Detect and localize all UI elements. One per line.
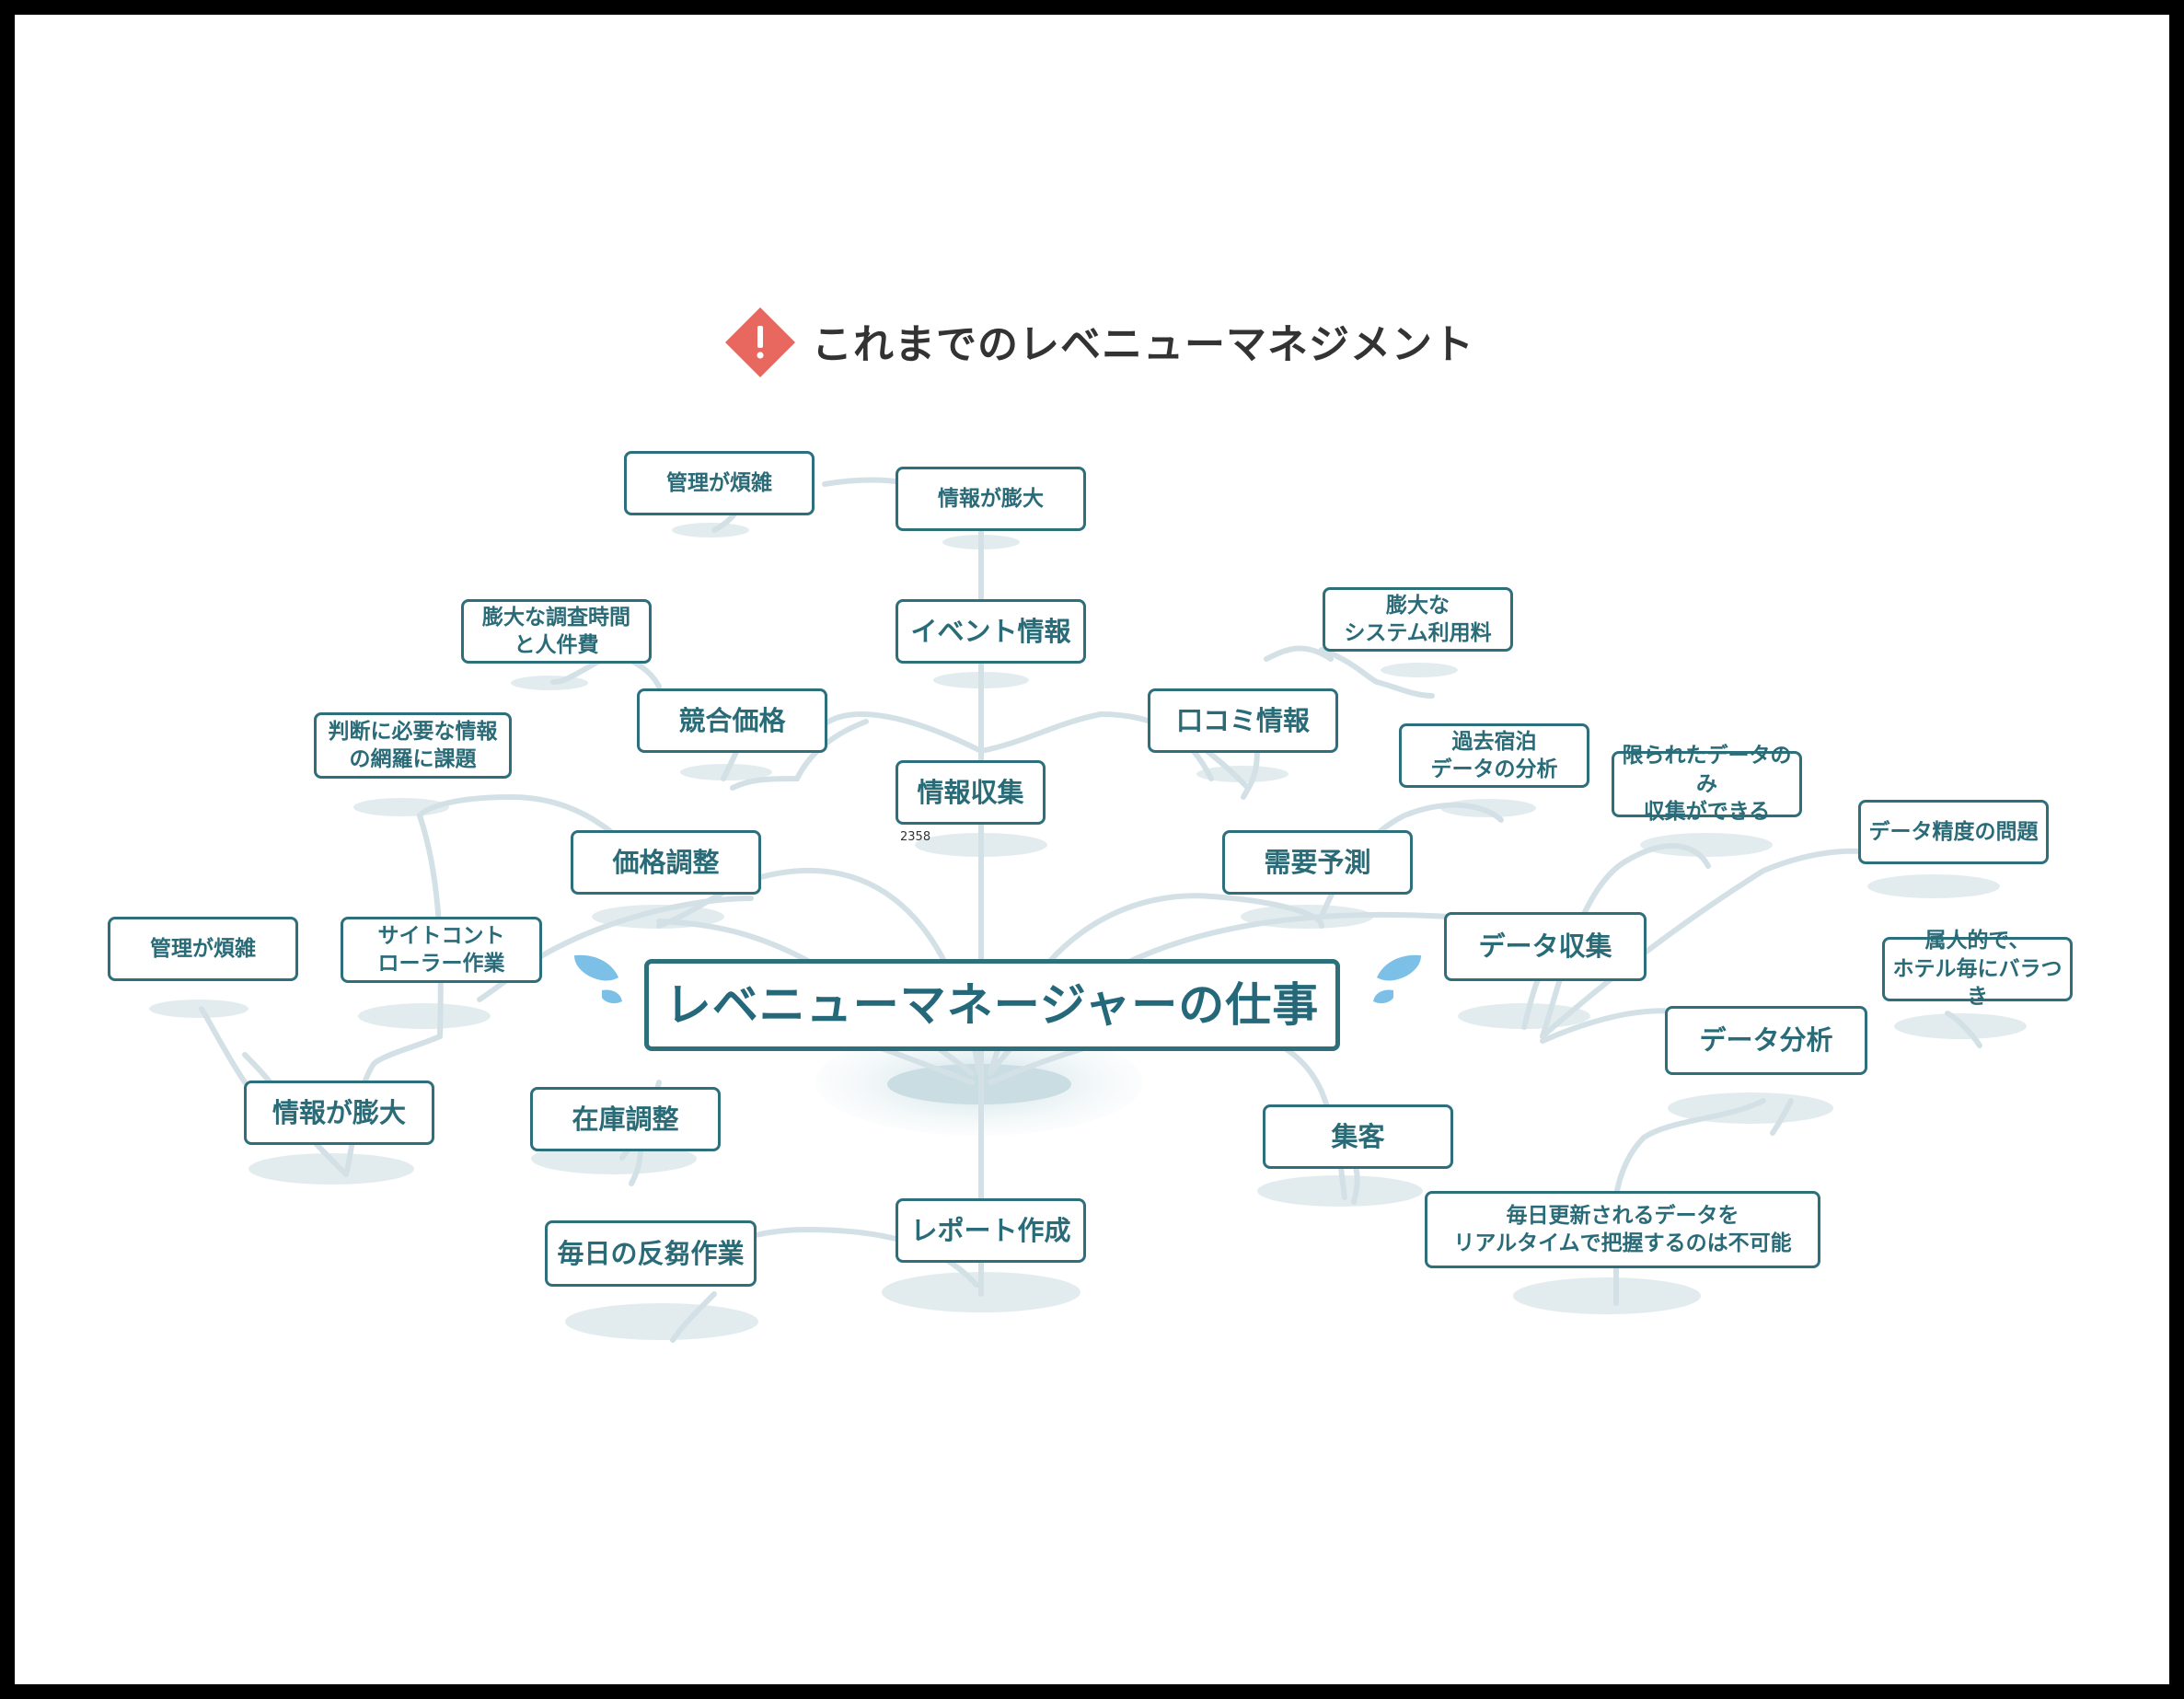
node-reviews: 口コミ情報 bbox=[1148, 688, 1338, 753]
node-site-controller: サイトコント ローラー作業 bbox=[341, 917, 542, 983]
node-mgmt-complex-top: 管理が煩雑 bbox=[624, 451, 815, 515]
annotation-number: 2358 bbox=[900, 830, 931, 844]
node-info-huge-left: 情報が膨大 bbox=[244, 1081, 434, 1145]
center-node: レベニューマネージャーの仕事 bbox=[644, 959, 1340, 1051]
exclamation-diamond-icon bbox=[725, 307, 795, 377]
node-event-info: イベント情報 bbox=[896, 599, 1086, 664]
mindmap-canvas: これまでのレベニューマネジメント レベニューマネージャーの仕事 情報収集 イベン… bbox=[15, 15, 2169, 1684]
sweat-drop-icon bbox=[574, 954, 622, 1004]
node-daily-work: 毎日の反芻作業 bbox=[545, 1220, 757, 1287]
node-price-adjust: 価格調整 bbox=[571, 830, 761, 895]
node-judgment: 判断に必要な情報 の網羅に課題 bbox=[314, 712, 512, 779]
node-data-analysis: データ分析 bbox=[1665, 1006, 1867, 1075]
sweat-drop-icon bbox=[1373, 954, 1421, 1004]
node-individual: 属人的で、 ホテル毎にバラつき bbox=[1882, 929, 2073, 1009]
node-customers: 集客 bbox=[1263, 1104, 1453, 1169]
node-inventory: 在庫調整 bbox=[530, 1087, 721, 1151]
node-mgmt-complex-left: 管理が煩雑 bbox=[108, 917, 298, 981]
node-data-collect: データ収集 bbox=[1444, 912, 1647, 981]
page-title: これまでのレベニューマネジメント bbox=[812, 321, 1474, 368]
node-realtime: 毎日更新されるデータを リアルタイムで把握するのは不可能 bbox=[1425, 1191, 1820, 1268]
node-info-collect: 情報収集 bbox=[896, 760, 1046, 825]
node-data-accuracy: データ精度の問題 bbox=[1858, 800, 2049, 864]
branch-layer bbox=[149, 477, 2027, 1343]
node-limited-data: 限られたデータのみ 収集ができる bbox=[1612, 744, 1802, 824]
node-report: レポート作成 bbox=[896, 1198, 1086, 1263]
node-past-stay: 過去宿泊 データの分析 bbox=[1399, 723, 1589, 788]
node-huge-system-fee: 膨大な システム利用料 bbox=[1323, 587, 1513, 652]
node-demand-forecast: 需要予測 bbox=[1222, 830, 1413, 895]
node-competitor-price: 競合価格 bbox=[637, 688, 827, 753]
node-huge-research: 膨大な調査時間 と人件費 bbox=[461, 599, 652, 664]
node-info-huge-top: 情報が膨大 bbox=[896, 467, 1086, 531]
